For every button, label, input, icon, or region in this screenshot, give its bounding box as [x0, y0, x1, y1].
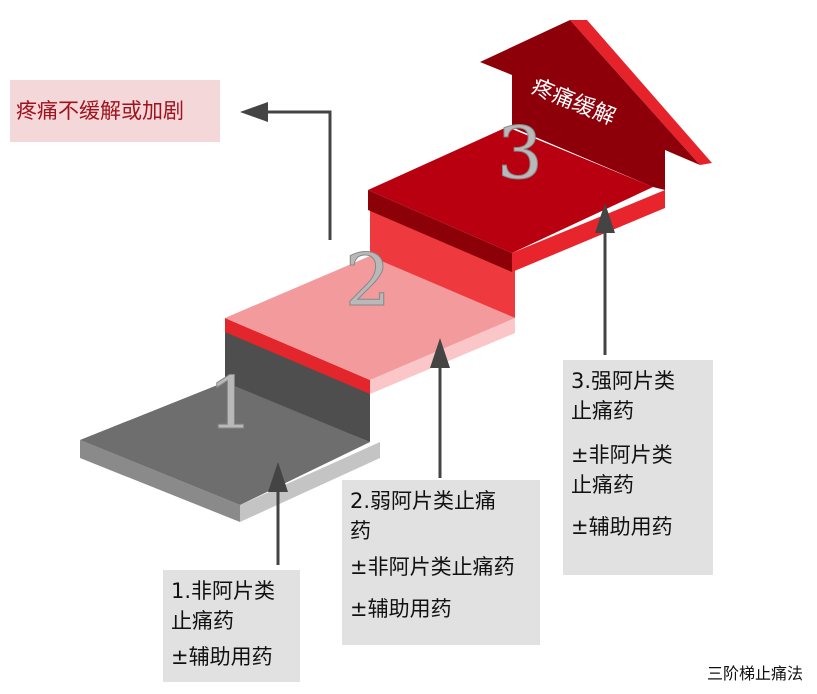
arrowheads [240, 102, 615, 492]
step-number-1: 1 [208, 361, 254, 445]
connector-arrows [262, 110, 607, 565]
side-label: 疼痛不缓解或加剧 [10, 80, 220, 142]
line: 1.非阿片类 [171, 579, 276, 603]
caption: 三阶梯止痛法 [706, 664, 803, 683]
line: ±非阿片类止痛药 [350, 555, 515, 579]
line: 药 [350, 519, 371, 543]
step-1-label: 1.非阿片类 止痛药 ±辅助用药 [163, 570, 300, 682]
arrow-up-icon [430, 338, 450, 368]
line: 止痛药 [571, 473, 634, 497]
step-1 [80, 330, 380, 522]
line: ±辅助用药 [571, 515, 673, 539]
step-number-3: 3 [497, 111, 543, 195]
arrow-up-icon [268, 462, 288, 492]
step-number-2: 2 [345, 238, 391, 322]
arrow-up-icon [595, 203, 615, 233]
step-3 [368, 20, 712, 272]
line: 2.弱阿片类止痛 [350, 489, 497, 513]
line: ±非阿片类 [571, 443, 673, 467]
line: ±辅助用药 [350, 597, 452, 621]
arrow-left-icon [240, 102, 268, 122]
step-2-label: 2.弱阿片类止痛 药 ±非阿片类止痛药 ±辅助用药 [342, 480, 540, 645]
line: ±辅助用药 [171, 645, 273, 669]
line: 止痛药 [571, 399, 634, 423]
line: 3.强阿片类 [571, 369, 676, 393]
line: 止痛药 [171, 609, 234, 633]
step-3-label: 3.强阿片类 止痛药 ±非阿片类 止痛药 ±辅助用药 [563, 360, 713, 575]
